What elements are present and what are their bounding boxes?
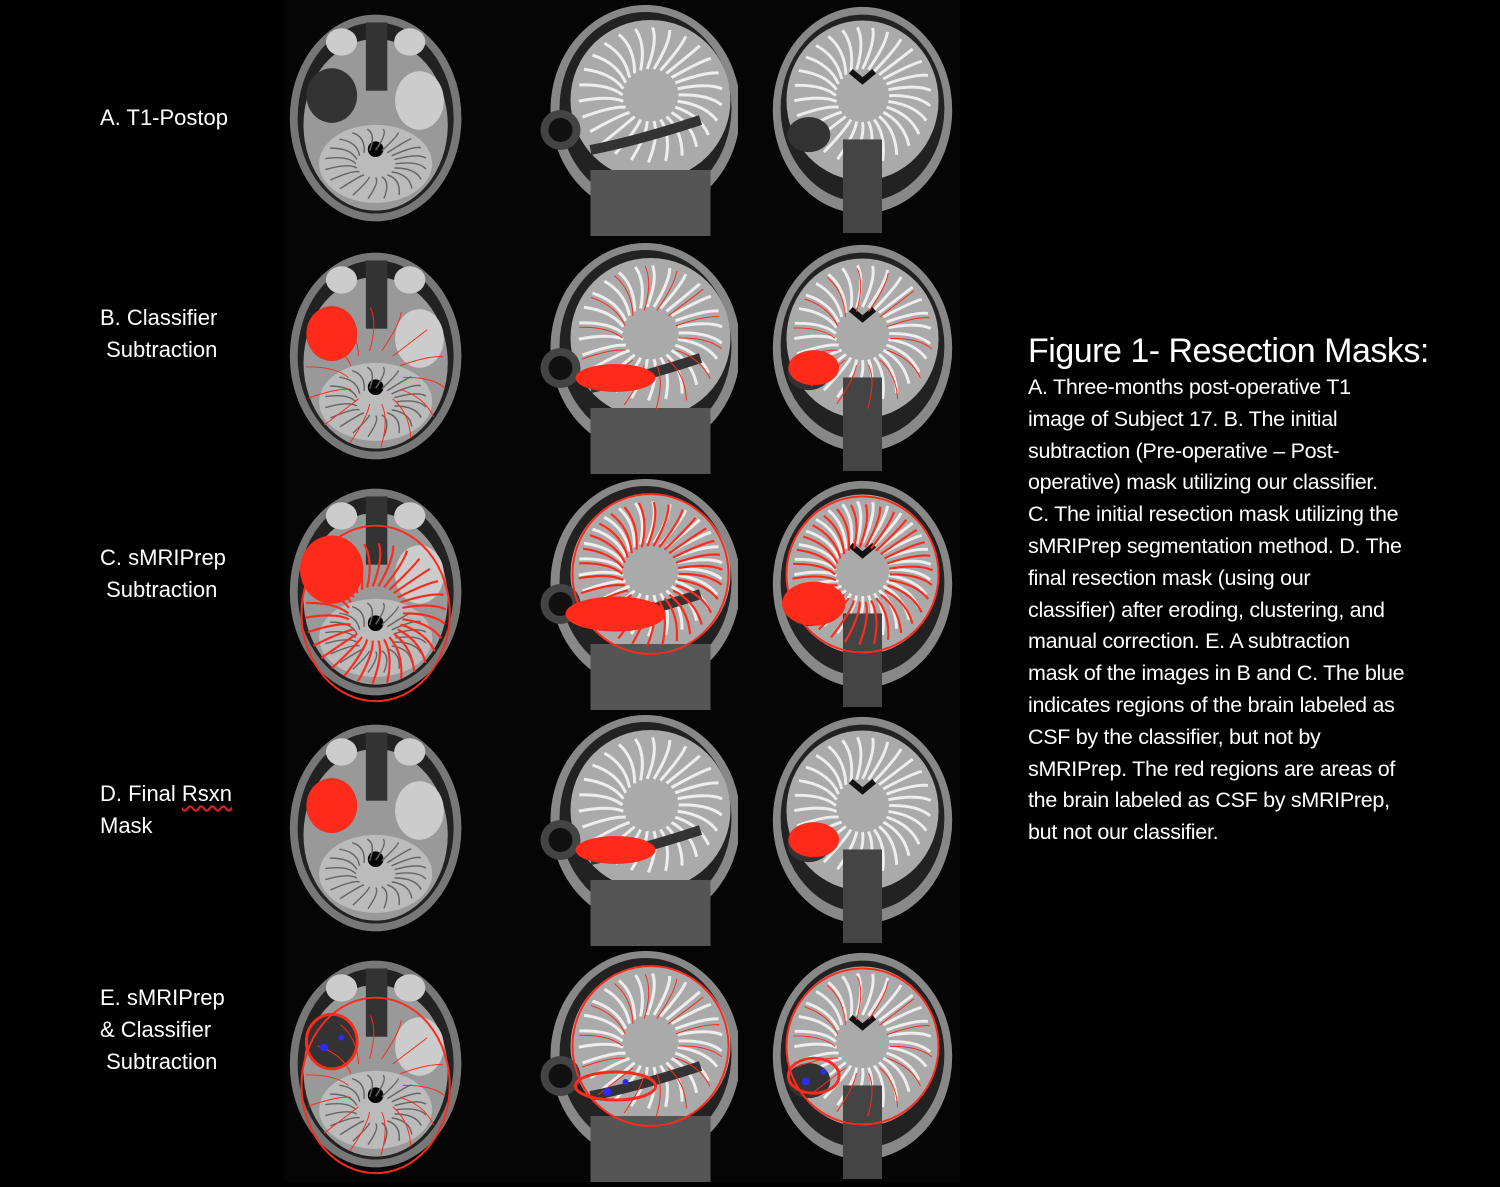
row-label-line: C. sMRIPrep <box>100 545 226 570</box>
row-label-b: B. Classifier Subtraction <box>100 302 217 366</box>
mri-axial-c <box>283 474 478 710</box>
row-label-line: A. T1-Postop <box>100 105 228 130</box>
mri-axial-a <box>283 0 478 236</box>
row-label-line: Mask <box>100 813 153 838</box>
caption-line: CSF by the classifier, but not by <box>1028 724 1321 749</box>
mri-coronal-d <box>765 710 960 946</box>
row-label-line: B. Classifier <box>100 305 218 330</box>
row-label-e: E. sMRIPrep & Classifier Subtraction <box>100 982 225 1078</box>
caption-line: manual correction. E. A subtraction <box>1028 629 1350 654</box>
row-label-line: Subtraction <box>100 1049 218 1074</box>
mri-coronal-b <box>765 238 960 474</box>
mri-coronal-a <box>765 0 960 236</box>
mri-sagittal-c <box>523 474 741 710</box>
caption-line: but not our classifier. <box>1028 820 1219 845</box>
row-label-line: D. Final Rsxn <box>100 781 233 806</box>
row-label-line: Subtraction <box>100 337 218 362</box>
row-label-c: C. sMRIPrep Subtraction <box>100 542 226 606</box>
row-label-line: E. sMRIPrep <box>100 985 225 1010</box>
caption-line: C. The initial resection mask utilizing … <box>1028 502 1399 527</box>
mri-sagittal-a <box>523 0 741 236</box>
caption-line: mask of the images in B and C. The blue <box>1028 661 1405 686</box>
figure-caption: Figure 1- Resection Masks: A. Three-mont… <box>1028 330 1478 849</box>
mri-sagittal-d <box>523 710 741 946</box>
caption-line: classifier) after eroding, clustering, a… <box>1028 597 1385 622</box>
mri-axial-e <box>283 946 478 1182</box>
mri-coronal-c <box>765 474 960 710</box>
caption-line: final resection mask (using our <box>1028 565 1311 590</box>
row-label-line: Subtraction <box>100 577 218 602</box>
caption-line: sMRIPrep. The red regions are areas of <box>1028 756 1396 781</box>
caption-line: the brain labeled as CSF by sMRIPrep, <box>1028 788 1390 813</box>
caption-line: subtraction (Pre-operative – Post- <box>1028 438 1340 463</box>
caption-line: sMRIPrep segmentation method. D. The <box>1028 533 1402 558</box>
mri-axial-b <box>283 238 478 474</box>
caption-line: image of Subject 17. B. The initial <box>1028 406 1338 431</box>
caption-body: A. Three-months post-operative T1 image o… <box>1028 372 1478 849</box>
mri-coronal-e <box>765 946 960 1182</box>
caption-line: A. Three-months post-operative T1 <box>1028 375 1351 399</box>
row-label-line: & Classifier <box>100 1017 212 1042</box>
mri-axial-d <box>283 710 478 946</box>
mri-image-grid <box>283 0 960 1182</box>
caption-title: Figure 1- Resection Masks: <box>1028 332 1429 370</box>
mri-sagittal-b <box>523 238 741 474</box>
row-label-a: A. T1-Postop <box>100 102 228 134</box>
mri-sagittal-e <box>523 946 741 1182</box>
caption-line: operative) mask utilizing our classifier… <box>1028 470 1378 495</box>
caption-line: indicates regions of the brain labeled a… <box>1028 692 1395 717</box>
